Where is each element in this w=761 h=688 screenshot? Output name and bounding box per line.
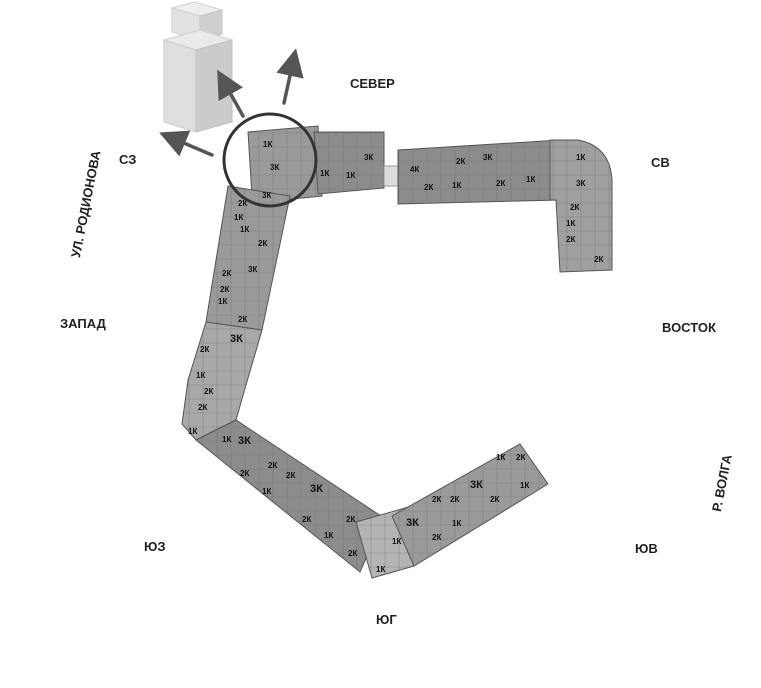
apt-label: 1К [218, 297, 227, 306]
apt-label: 3К [406, 517, 419, 529]
apt-label: 1К [234, 213, 243, 222]
label-northeast: СВ [651, 155, 670, 170]
apt-label: 1К [262, 487, 271, 496]
label-west: ЗАПАД [60, 316, 106, 331]
apt-label: 1К [240, 225, 249, 234]
apt-label: 3К [470, 479, 483, 491]
label-southwest: ЮЗ [144, 539, 166, 554]
label-east: ВОСТОК [662, 320, 716, 335]
apt-label: 1К [222, 435, 231, 444]
apt-label: 2К [220, 285, 229, 294]
apt-label: 1К [324, 531, 333, 540]
apt-label: 3К [248, 265, 257, 274]
apt-label: 1К [188, 427, 197, 436]
apt-label: 2К [432, 533, 441, 542]
apt-label: 2К [204, 387, 213, 396]
apt-label: 2К [456, 157, 465, 166]
arrow-icon [159, 48, 304, 157]
apt-label: 2К [238, 315, 247, 324]
apt-label: 3К [364, 153, 373, 162]
apt-label: 2К [424, 183, 433, 192]
apt-label: 1К [576, 153, 585, 162]
apt-label: 1К [263, 140, 272, 149]
apt-label: 2К [198, 403, 207, 412]
apt-label: 2К [302, 515, 311, 524]
apt-label: 1К [376, 565, 385, 574]
apt-label: 2К [222, 269, 231, 278]
apt-label: 2К [268, 461, 277, 470]
apt-label: 3К [230, 333, 243, 345]
apt-label: 3К [238, 435, 251, 447]
apt-label: 3К [310, 483, 323, 495]
apt-label: 3К [270, 163, 279, 172]
apt-label: 2К [594, 255, 603, 264]
apt-label: 1К [496, 453, 505, 462]
apt-label: 2К [566, 235, 575, 244]
apt-label: 3К [576, 179, 585, 188]
apt-label: 1К [196, 371, 205, 380]
apt-label: 1К [392, 537, 401, 546]
apartment-labels: 1К 3К 3К 1К 3К 1К 4К 2К 3К 2К 1К 2К 1К 1… [188, 140, 603, 574]
label-south: ЮГ [376, 612, 397, 627]
apt-label: 2К [348, 549, 357, 558]
apt-label: 1К [320, 169, 329, 178]
tower-icon [162, 1, 234, 133]
apt-label: 2К [516, 453, 525, 462]
label-northwest: СЗ [119, 152, 137, 167]
apt-label: 2К [490, 495, 499, 504]
apt-label: 2К [286, 471, 295, 480]
apt-label: 3К [483, 153, 492, 162]
apt-label: 1К [566, 219, 575, 228]
building-wings [181, 125, 613, 579]
apt-label: 4К [410, 165, 419, 174]
apt-label: 2К [450, 495, 459, 504]
apt-label: 1К [520, 481, 529, 490]
label-north: СЕВЕР [350, 76, 395, 91]
apt-label: 3К [262, 191, 271, 200]
apt-label: 2К [346, 515, 355, 524]
apt-label: 1К [346, 171, 355, 180]
apt-label: 2К [240, 469, 249, 478]
apt-label: 2К [258, 239, 267, 248]
highlight-circle [222, 112, 318, 208]
apt-label: 2К [570, 203, 579, 212]
apt-label: 1К [452, 519, 461, 528]
apt-label: 2К [432, 495, 441, 504]
apt-label: 1К [526, 175, 535, 184]
apt-label: 2К [496, 179, 505, 188]
apt-label: 2К [238, 199, 247, 208]
apt-label: 1К [452, 181, 461, 190]
label-southeast: ЮВ [635, 541, 658, 556]
apt-label: 2К [200, 345, 209, 354]
